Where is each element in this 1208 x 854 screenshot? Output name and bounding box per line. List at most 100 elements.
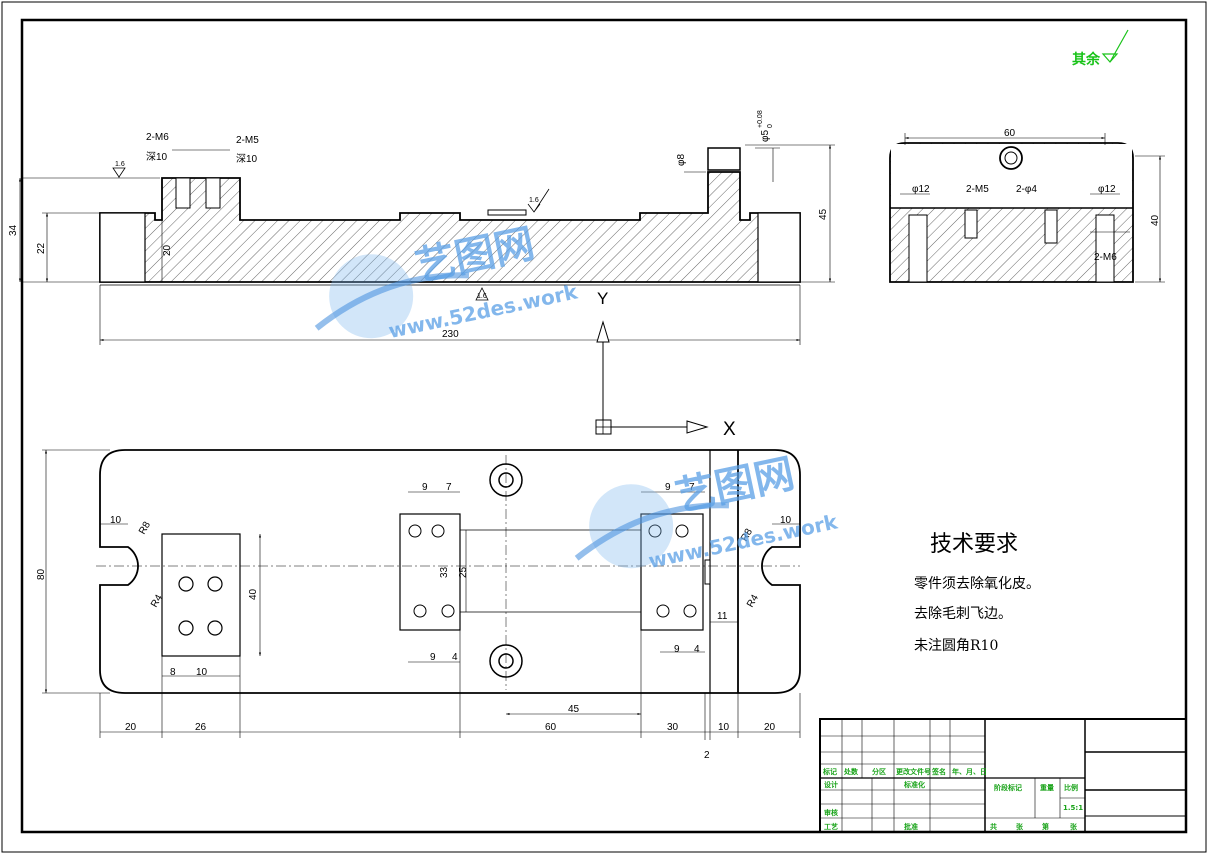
roughness-mark-icon (475, 287, 489, 301)
label-ra-bottom: 1.6 (477, 293, 487, 300)
label-depth10b: 深10 (236, 153, 258, 165)
top-pad (487, 209, 527, 216)
label-b20b: 20 (764, 722, 776, 733)
tech-line-2: 去除毛刺飞边。 (914, 606, 1012, 622)
locating-hole-top-icon (489, 463, 523, 497)
label-r4l: R4 (149, 593, 165, 610)
label-b26: 26 (195, 722, 207, 733)
tb-review: 审核 (824, 808, 838, 817)
front-view: 2-M6 深10 2-M5 深10 φ8 φ5 +0.08 0 34 22 20… (8, 110, 835, 345)
label-d25: 25 (458, 566, 469, 578)
label-d8: 8 (170, 667, 176, 678)
tb-zone: 分区 (872, 767, 886, 776)
label-d80: 80 (36, 568, 47, 580)
label-dim20: 20 (162, 244, 173, 256)
label-d9a: 9 (422, 482, 428, 493)
tech-line-3: 未注圆角R10 (914, 638, 998, 654)
label-d45: 45 (568, 704, 580, 715)
tb-sheet-b: 张 (1070, 822, 1078, 831)
phi12-hole-right (1095, 214, 1115, 283)
tb-count: 处数 (843, 767, 859, 776)
label-d10b: 10 (196, 667, 208, 678)
label-b20a: 20 (125, 722, 137, 733)
tb-sign: 签名 (931, 767, 946, 776)
ucs-icon: Y X (595, 289, 736, 440)
label-m5: 2-M5 (236, 135, 259, 146)
tb-approve: 批准 (904, 822, 918, 831)
tb-stage: 阶段标记 (994, 783, 1022, 792)
label-d4c: 4 (452, 652, 458, 663)
label-side-m6: 2-M6 (1094, 252, 1117, 263)
tb-mark: 标记 (822, 767, 837, 776)
label-tol: φ5 (760, 130, 771, 142)
roughness-note: 其余 (1072, 29, 1129, 68)
label-ra-left: 1.6 (115, 161, 125, 168)
tb-date: 年、月、日 (952, 767, 987, 776)
axis-y-label: Y (597, 289, 608, 308)
left-plate (161, 533, 241, 657)
tb-weight: 重量 (1040, 783, 1054, 792)
side-view: 60 φ12 2-M5 2-φ4 φ12 2-M6 40 (889, 128, 1165, 283)
m6-thread-hole (175, 177, 191, 209)
label-r8: R8 (137, 520, 153, 537)
tb-no: 第 (1042, 822, 1049, 831)
label-b30: 30 (667, 722, 679, 733)
label-d9c: 9 (430, 652, 436, 663)
inner-frame (20, 18, 1188, 834)
label-d7b: 7 (689, 482, 695, 493)
title-block (819, 718, 1187, 833)
label-b10: 10 (718, 722, 730, 733)
label-phi8: φ8 (676, 154, 687, 166)
label-tol-low: 0 (767, 124, 774, 128)
label-d9d: 9 (674, 644, 680, 655)
label-d11: 11 (717, 611, 728, 622)
tb-process: 工艺 (824, 822, 838, 831)
label-dim230: 230 (442, 329, 459, 340)
tb-change-doc: 更改文件号 (896, 767, 931, 776)
tb-total: 共 (990, 822, 997, 831)
pin-boss (707, 147, 741, 171)
tech-requirements: 技术要求 零件须去除氧化皮。 去除毛刺飞边。 未注圆角R10 (914, 532, 1040, 654)
watermark-url: www.52des.work (386, 279, 580, 343)
label-d9b: 9 (665, 482, 671, 493)
watermark-url-2: www.52des.work (646, 509, 840, 573)
label-dim22: 22 (36, 242, 47, 254)
label-d10l: 10 (110, 515, 122, 526)
label-side-m5: 2-M5 (966, 184, 989, 195)
m5-thread-hole (205, 177, 221, 209)
label-d4d: 4 (694, 644, 700, 655)
label-d40: 40 (248, 588, 259, 600)
label-ra-mid: 1.6 (529, 197, 539, 204)
top-outline (99, 449, 801, 694)
label-dim40: 40 (1150, 214, 1161, 226)
tb-sheet-a: 张 (1016, 822, 1024, 831)
locating-hole-bottom-icon (489, 644, 523, 678)
label-r4r: R4 (745, 593, 761, 610)
label-d7a: 7 (446, 482, 452, 493)
right-end-block (757, 212, 801, 283)
tech-title: 技术要求 (930, 532, 1018, 557)
tb-design: 设计 (824, 780, 838, 789)
roughness-symbol-icon (1101, 29, 1129, 63)
roughness-label: 其余 (1072, 51, 1101, 68)
label-depth10a: 深10 (146, 151, 168, 163)
roughness-mark-icon (112, 167, 126, 178)
tb-scale: 1.5:1 (1063, 804, 1083, 812)
tb-ratio: 比例 (1064, 783, 1078, 792)
label-phi12b: φ12 (1098, 184, 1116, 195)
label-dim34: 34 (8, 224, 19, 236)
label-m6: 2-M6 (146, 132, 169, 143)
watermark-cn-2: 艺图网 (672, 451, 799, 521)
axis-x-label: X (723, 419, 736, 440)
tb-standard: 标准化 (903, 780, 925, 789)
label-d33: 33 (439, 566, 450, 578)
title-block-text: 标记 处数 分区 更改文件号 签名 年、月、日 设计 标准化 阶段标记 重量 比… (822, 767, 1083, 831)
top-view: 10 R8 R4 80 40 8 10 9 7 9 7 33 25 9 4 9 … (36, 449, 801, 761)
label-dim45: 45 (818, 208, 829, 220)
left-end-block (99, 212, 146, 283)
pin-hole-icon (999, 146, 1023, 170)
tech-line-1: 零件须去除氧化皮。 (914, 576, 1040, 592)
label-tol-up: +0.08 (757, 110, 764, 128)
